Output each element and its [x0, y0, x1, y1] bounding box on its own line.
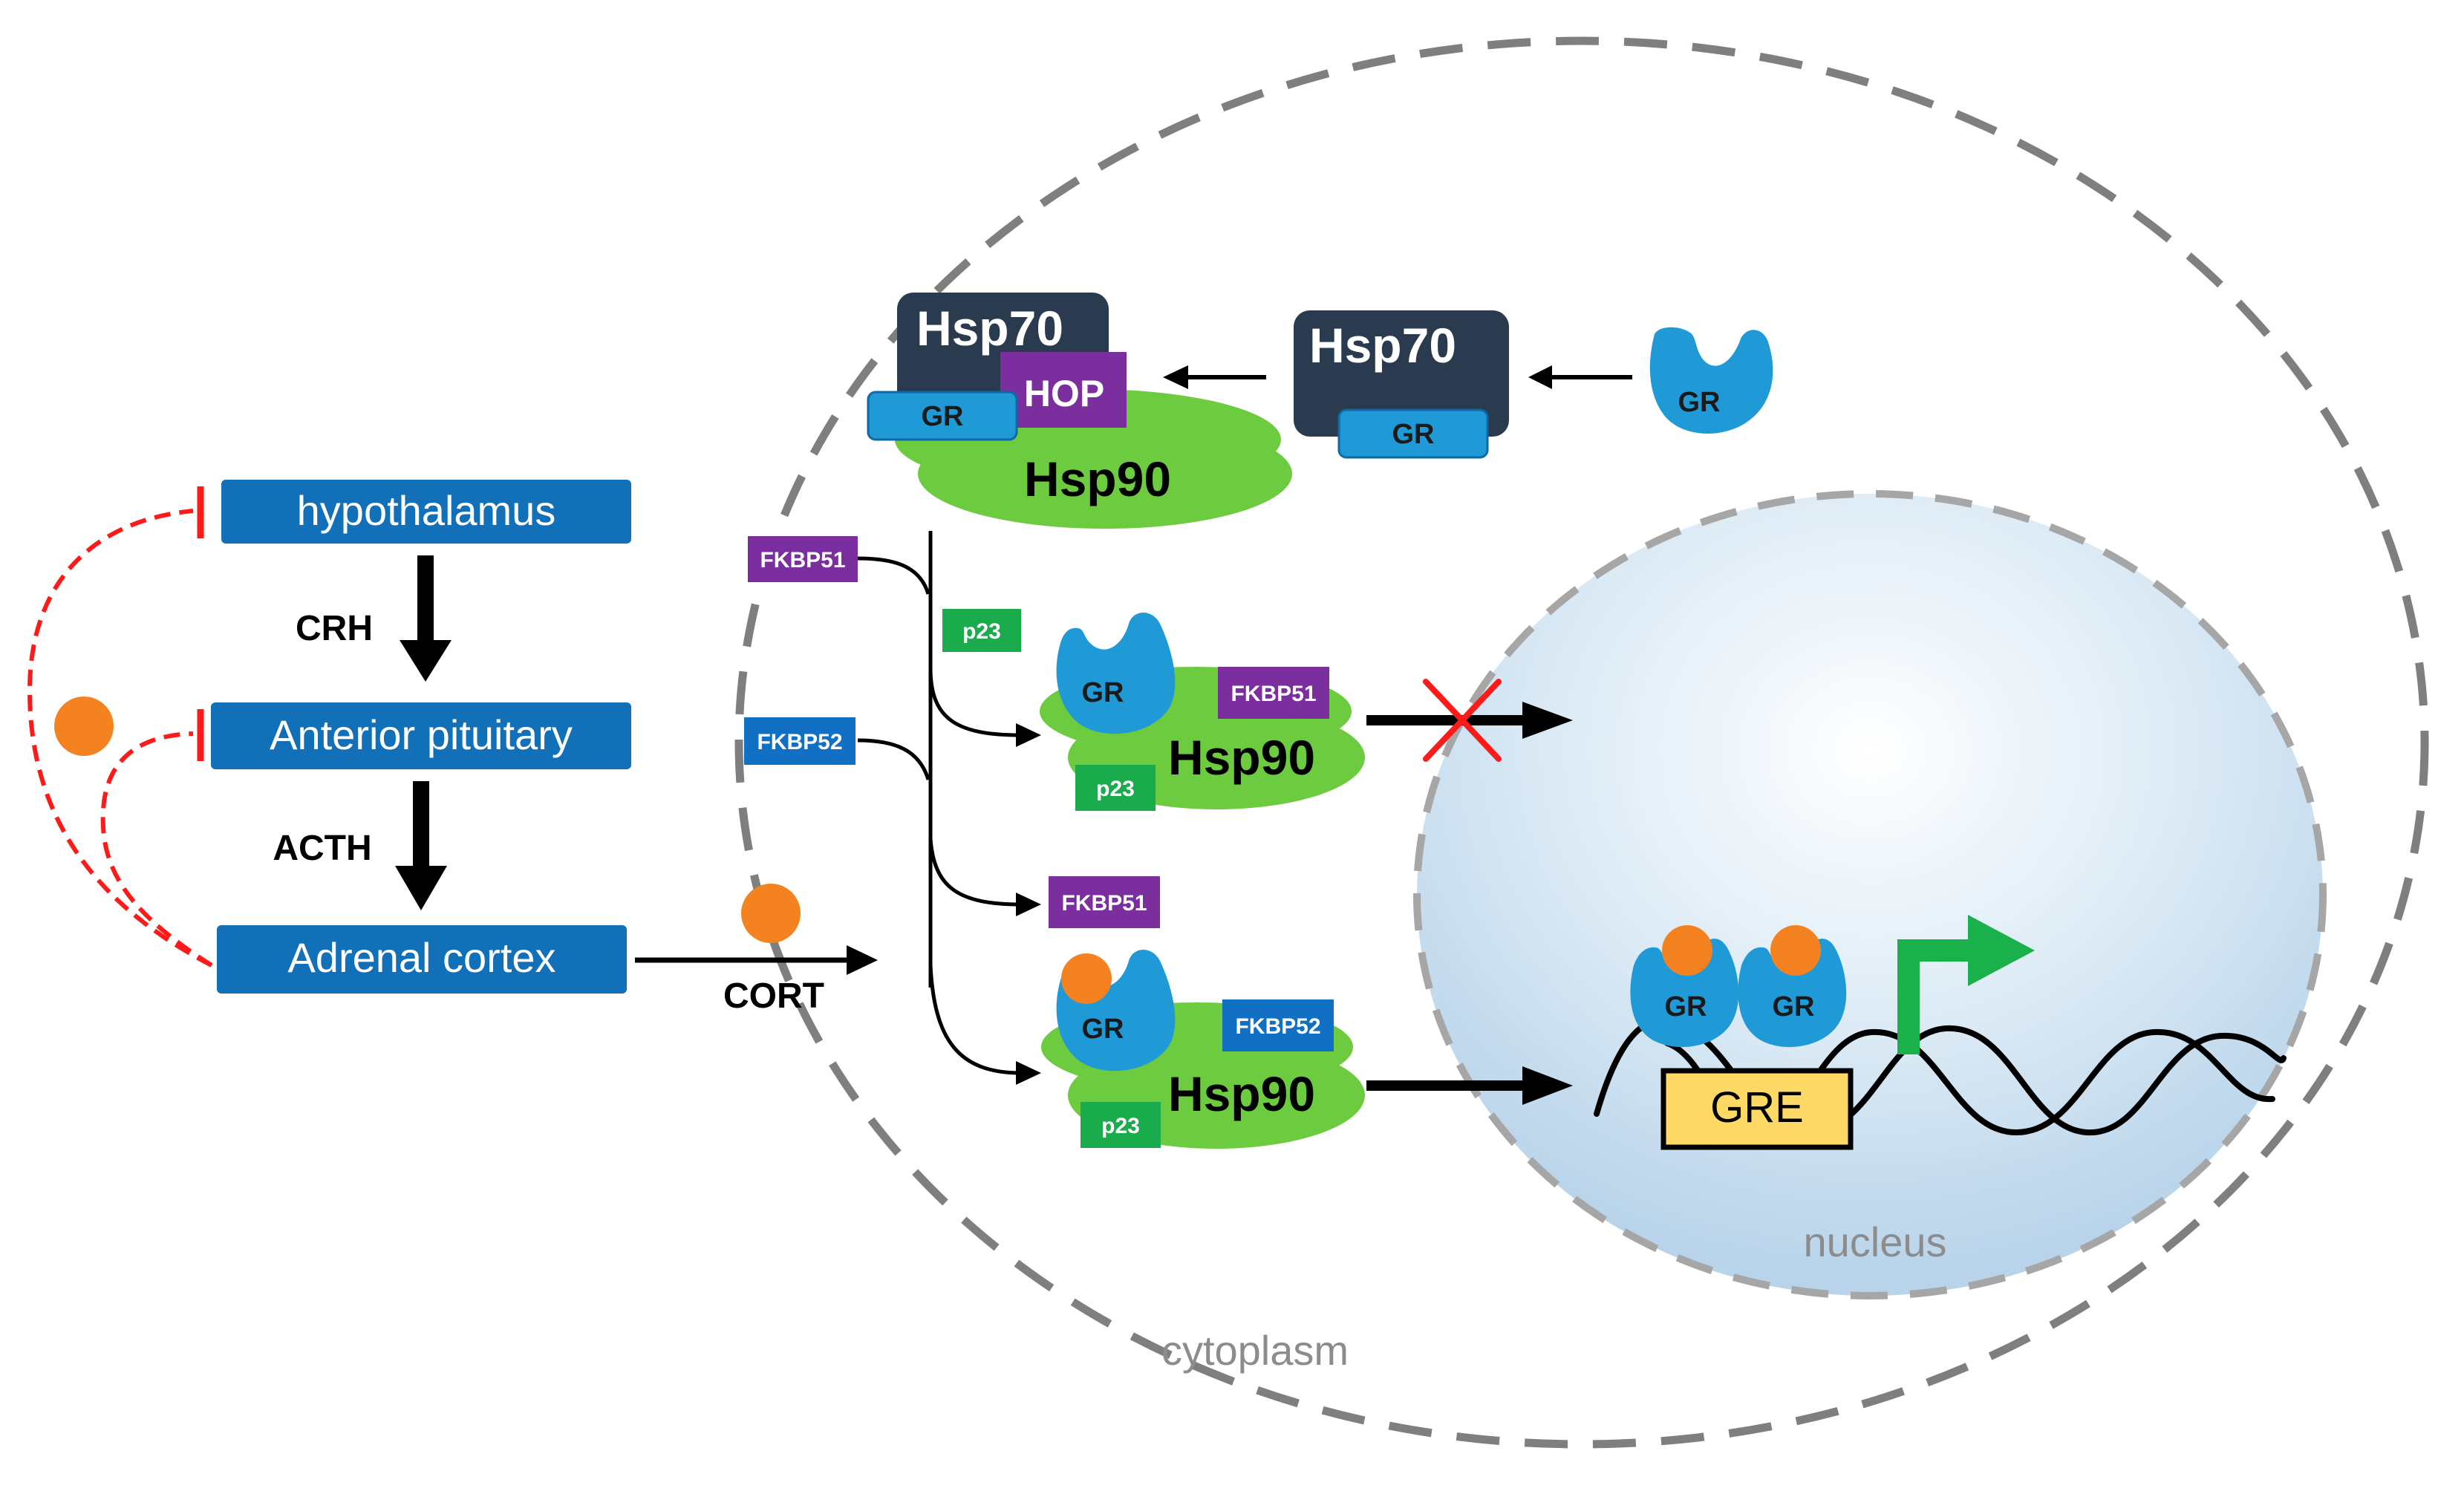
gr-label-hsp70: GR	[1392, 419, 1435, 450]
gr-hsp90-fkbp51-complex: GR FKBP51 p23 Hsp90	[1040, 613, 1365, 811]
p23-label-free: p23	[962, 619, 1001, 644]
arrow-gr-to-hsp70	[1528, 365, 1632, 389]
cort-bound-gr1	[1662, 925, 1712, 976]
anterior-pituitary-label: Anterior pituitary	[270, 711, 573, 758]
fkbp51-released-tag: FKBP51	[1049, 876, 1160, 928]
fkbp52-free-tag: FKBP52	[744, 717, 855, 765]
cytoplasm-membrane	[734, 36, 2429, 1449]
gr-hsp90-fkbp52-complex: GR FKBP52 p23 Hsp90	[1041, 950, 1365, 1149]
fkbp51-label-a: FKBP51	[1231, 682, 1316, 706]
blocked-translocation-arrow	[1366, 702, 1573, 739]
hsp70-hop-hsp90-complex: Hsp70 HOP GR Hsp90	[867, 293, 1292, 529]
adrenal-cortex-box: Adrenal cortex	[217, 925, 627, 994]
cort-ligand-feedback	[54, 697, 114, 756]
fkbp51-label-released: FKBP51	[1061, 891, 1147, 916]
free-gr-label: GR	[1678, 387, 1721, 418]
p23-free-tag: p23	[942, 609, 1021, 652]
cort-ligand	[741, 884, 801, 943]
acth-label: ACTH	[273, 829, 371, 868]
fkbp52-label-free: FKBP52	[757, 730, 842, 754]
cross-icon	[1423, 679, 1502, 762]
hop-label: HOP	[1024, 373, 1104, 414]
gr-label-hop: GR	[922, 401, 964, 432]
p23-label-a: p23	[1096, 777, 1135, 801]
cochaperone-branching	[857, 531, 1022, 1075]
cort-label: CORT	[723, 976, 824, 1016]
hypothalamus-label: hypothalamus	[297, 487, 556, 534]
branch-arrowheads	[1016, 723, 1041, 1085]
gr-dimer: GR GR	[1630, 925, 1847, 1048]
gre-box: GRE	[1660, 1068, 1854, 1150]
arrow-hsp70-to-hop	[1163, 365, 1266, 389]
hsp90-label-b: Hsp90	[1168, 1066, 1315, 1121]
free-gr: GR	[1649, 327, 1773, 434]
gr-label-dimer-2: GR	[1773, 991, 1815, 1022]
hsp90-label-1: Hsp90	[1024, 451, 1171, 506]
fkbp51-label-free: FKBP51	[760, 548, 845, 573]
p23-label-b: p23	[1101, 1114, 1140, 1138]
gr-label-a: GR	[1082, 677, 1124, 708]
hsp70-label-2: Hsp70	[1309, 318, 1456, 373]
nucleus-label: nucleus	[1803, 1219, 1946, 1265]
hsp90-label-a: Hsp90	[1168, 730, 1315, 785]
anterior-pituitary-box: Anterior pituitary	[211, 702, 631, 769]
bent-arrow-icon	[1897, 915, 2035, 1054]
crh-label: CRH	[296, 609, 373, 648]
cytoplasm-label: cytoplasm	[1161, 1327, 1349, 1374]
gre-label: GRE	[1710, 1083, 1804, 1132]
nucleus-compartment	[1413, 490, 2327, 1299]
translocation-arrow	[1366, 1066, 1573, 1105]
hypothalamus-box: hypothalamus	[221, 480, 631, 544]
gr-label-dimer-1: GR	[1665, 991, 1707, 1022]
hpa-arrows	[395, 555, 452, 910]
hsp70-label-1: Hsp70	[916, 301, 1063, 356]
gr-label-b: GR	[1082, 1014, 1124, 1045]
fkbp51-free-tag: FKBP51	[748, 536, 858, 582]
hsp70-gr-complex: Hsp70 GR	[1294, 310, 1509, 459]
negative-feedback	[27, 486, 213, 968]
cort-arrow	[635, 945, 878, 975]
adrenal-cortex-label: Adrenal cortex	[287, 934, 555, 981]
cort-bound-b	[1061, 953, 1112, 1004]
fkbp52-label-b: FKBP52	[1235, 1014, 1320, 1039]
cort-bound-gr2	[1770, 925, 1821, 976]
